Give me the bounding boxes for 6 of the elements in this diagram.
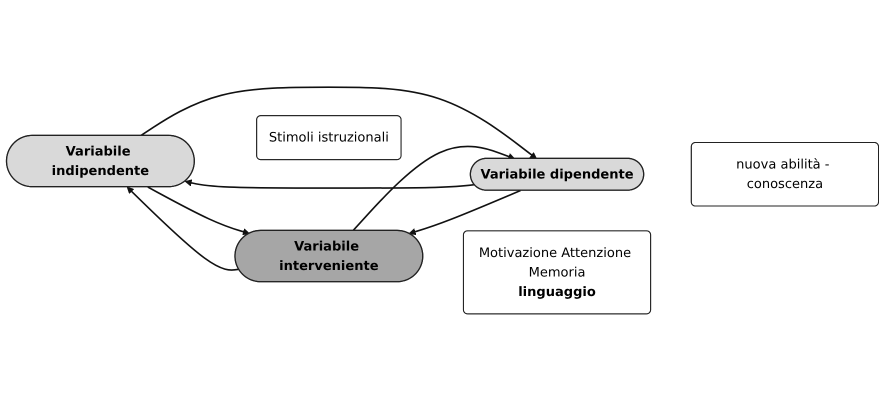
arrow xyxy=(408,190,521,236)
arrow xyxy=(126,186,239,271)
arrow xyxy=(352,146,516,232)
arrow xyxy=(140,86,537,160)
arrow xyxy=(184,179,474,189)
arrow xyxy=(147,186,250,236)
